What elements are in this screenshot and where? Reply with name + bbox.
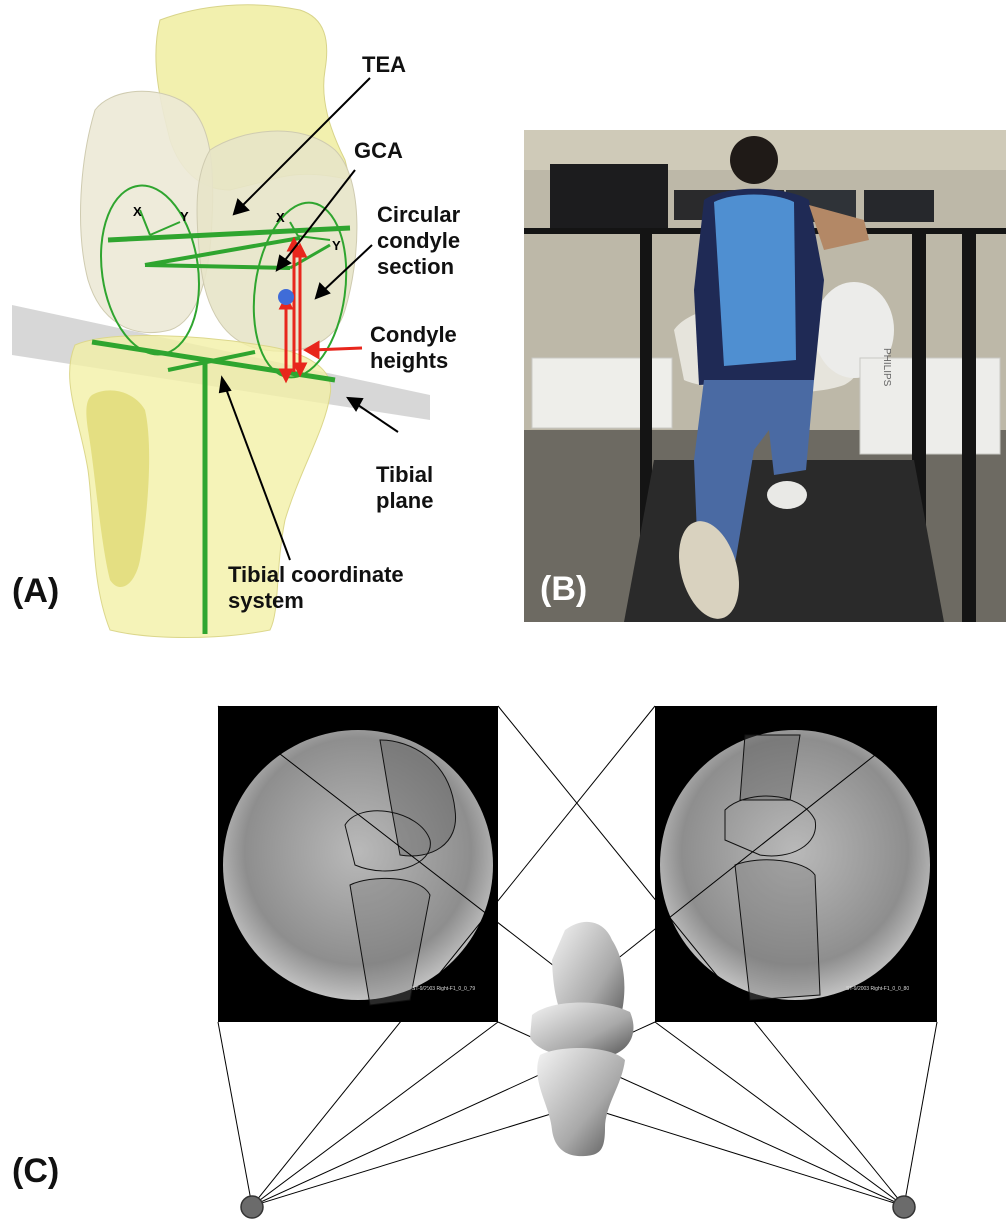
medial-condyle-shape	[81, 91, 213, 332]
panel-a-tag: (A)	[12, 572, 59, 611]
lead-apron	[714, 195, 796, 367]
panel-a-knee-model: X Y X Y TEA GCA Circular condyle section…	[0, 0, 490, 640]
axis-y-left-label: Y	[180, 209, 189, 224]
condyle-center-point	[278, 289, 294, 305]
gca-label: GCA	[354, 138, 403, 164]
label-line: Condyle	[370, 322, 457, 348]
axis-x-left-label: X	[133, 204, 142, 219]
person-head	[730, 136, 778, 184]
label-line: system	[228, 588, 404, 614]
xray-right-femur-outline	[740, 735, 800, 800]
panel-c-dual-fluoroscopy: ST-9/2003 Right-F1_0_0_79 ST-9/2003 Righ…	[0, 660, 1006, 1220]
xray-left-image	[223, 730, 493, 1000]
xray-source-left	[241, 1196, 263, 1218]
xray-right-caption: ST-9/2003 Right-F1_0_0_80	[846, 986, 909, 992]
monitor-right	[864, 190, 934, 222]
circular-condyle-section-label: Circular condyle section	[377, 202, 460, 280]
dual-fluoroscopy-diagram: ST-9/2003 Right-F1_0_0_79 ST-9/2003 Righ…	[0, 660, 1006, 1220]
tibial-coordinate-system-label: Tibial coordinate system	[228, 562, 404, 614]
monitor-left	[550, 164, 668, 234]
knee-3d-model	[530, 922, 633, 1156]
panel-b-tag: (B)	[540, 570, 587, 609]
treadmill-post-far-right	[962, 228, 976, 622]
shoe-right	[767, 481, 807, 509]
image-intensifier-right	[860, 358, 1000, 454]
xray-source-right	[893, 1196, 915, 1218]
philips-brand-text: PHILIPS	[881, 348, 892, 387]
lab-photo-illustration: PHILIPS	[524, 130, 1006, 622]
label-line: condyle	[377, 228, 460, 254]
xray-left-caption: ST-9/2003 Right-F1_0_0_79	[412, 986, 475, 992]
panel-c-tag: (C)	[12, 1152, 59, 1191]
label-line: section	[377, 254, 460, 280]
knee-model-illustration: X Y X Y	[0, 0, 490, 640]
tea-label: TEA	[362, 52, 406, 78]
label-line: plane	[376, 488, 433, 514]
label-line: Tibial	[376, 462, 433, 488]
axis-y-right-label: Y	[332, 238, 341, 253]
axis-x-right-label: X	[276, 210, 285, 225]
label-line: heights	[370, 348, 457, 374]
label-line: Circular	[377, 202, 460, 228]
label-line: Tibial coordinate	[228, 562, 404, 588]
xray-right-tibia-outline	[735, 860, 820, 1000]
panel-b-treadmill-photo: PHILIPS (B)	[524, 130, 1006, 622]
condyle-heights-label: Condyle heights	[370, 322, 457, 374]
tibial-plane-label: Tibial plane	[376, 462, 433, 514]
